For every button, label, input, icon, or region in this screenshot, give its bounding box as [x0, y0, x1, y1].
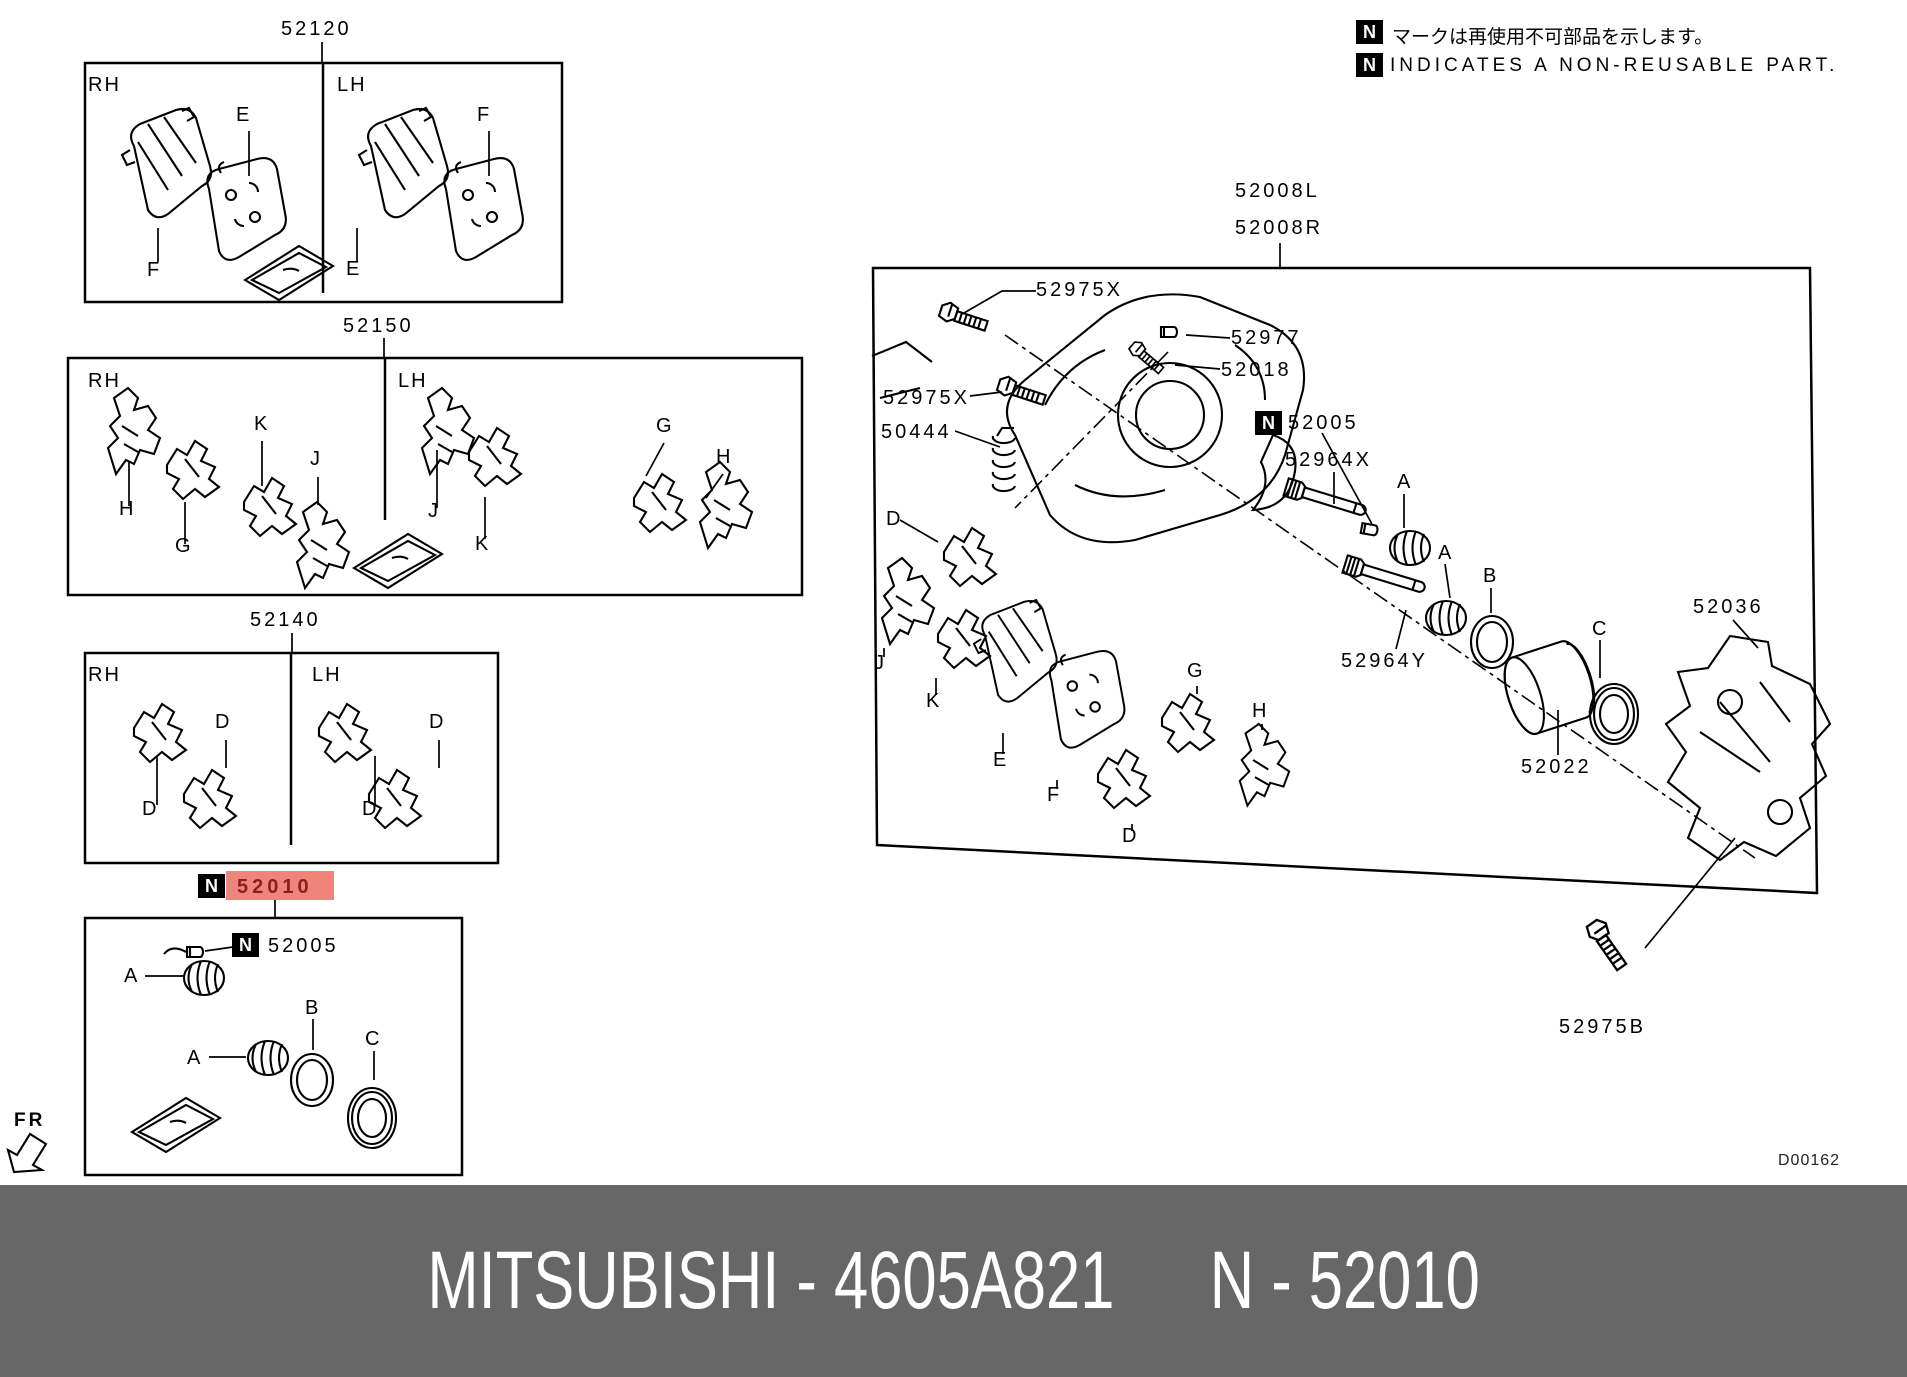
box-52010-kit-outline: [83, 916, 464, 1177]
part-letter-j: J: [874, 652, 885, 674]
section-label-rh: RH: [88, 664, 121, 686]
banner-brand-part: MITSUBISHI - 4605A821: [427, 1235, 1115, 1326]
part-letter-k: K: [926, 690, 941, 712]
non-reusable-mark-letter: N: [1262, 412, 1275, 433]
part-letter-h: H: [119, 498, 135, 520]
diagram-code: D00162: [1778, 1152, 1841, 1169]
part-letter-h: H: [1252, 700, 1268, 722]
callout-52140[interactable]: 52140: [250, 609, 321, 631]
part-letter-e: E: [993, 749, 1008, 771]
callout-52977[interactable]: 52977: [1231, 327, 1302, 349]
part-letter-f: F: [1047, 784, 1061, 806]
part-letter-d: D: [142, 798, 158, 820]
part-letter-g: G: [656, 415, 673, 437]
part-letter-d: D: [215, 711, 231, 733]
part-letter-e: E: [346, 258, 361, 280]
part-letter-j: J: [310, 448, 321, 470]
callout-52008l[interactable]: 52008L: [1235, 180, 1320, 202]
part-letter-d: D: [886, 508, 902, 530]
section-label-rh: RH: [88, 74, 121, 96]
caliper-assembly-drawing: [871, 293, 1832, 974]
banner: MITSUBISHI - 4605A821 N - 52010: [0, 1185, 1907, 1377]
parts-diagram-drawing: [6, 42, 1832, 1177]
box-52140-outline: [83, 651, 500, 865]
callout-50444[interactable]: 50444: [881, 421, 952, 443]
banner-reference: N - 52010: [1209, 1235, 1480, 1326]
part-letter-a: A: [1438, 542, 1453, 564]
callout-52036[interactable]: 52036: [1693, 596, 1764, 618]
section-label-lh: LH: [312, 664, 342, 686]
part-letter-b: B: [305, 997, 320, 1019]
non-reusable-mark-letter: N: [1363, 54, 1376, 75]
callout-52018[interactable]: 52018: [1221, 359, 1292, 381]
non-reusable-mark-letter: N: [1363, 21, 1376, 42]
non-reusable-mark: N: [1356, 53, 1383, 77]
part-letter-a: A: [124, 965, 139, 987]
part-letter-d: D: [429, 711, 445, 733]
callout-52010-selected[interactable]: 52010: [237, 876, 313, 898]
part-letter-g: G: [1187, 660, 1204, 682]
assembly-axis-line: [1004, 334, 1756, 859]
callout-52150[interactable]: 52150: [343, 315, 414, 337]
callout-52005[interactable]: 52005: [268, 935, 339, 957]
non-reusable-mark-letter: N: [239, 934, 252, 955]
part-letter-c: C: [1592, 618, 1608, 640]
non-reusable-mark: N: [198, 874, 225, 898]
legend-japanese-text: マークは再使用不可部品を示します。: [1392, 26, 1714, 48]
callout-52964y[interactable]: 52964Y: [1341, 650, 1428, 672]
legend-english-text: INDICATES A NON-REUSABLE PART.: [1390, 55, 1839, 76]
part-letter-d: D: [1122, 825, 1138, 847]
callout-52975x[interactable]: 52975X: [1036, 279, 1123, 301]
non-reusable-mark: N: [1255, 411, 1282, 435]
part-letter-a: A: [187, 1047, 202, 1069]
callout-52008r[interactable]: 52008R: [1235, 217, 1324, 239]
part-letter-c: C: [365, 1028, 381, 1050]
part-letter-g: G: [175, 535, 192, 557]
part-letter-a: A: [1397, 471, 1412, 493]
part-letter-j: J: [428, 500, 439, 522]
callout-52964x[interactable]: 52964X: [1285, 449, 1372, 471]
box-52150-outline: [66, 356, 804, 597]
non-reusable-mark-letter: N: [205, 875, 218, 896]
part-letter-k: K: [475, 533, 490, 555]
box-caliper-assembly-outline: [871, 266, 1819, 895]
part-letter-d: D: [362, 798, 378, 820]
section-label-lh: LH: [337, 74, 367, 96]
part-letter-b: B: [1483, 565, 1498, 587]
part-letter-e: E: [236, 104, 251, 126]
non-reusable-mark: N: [1356, 20, 1383, 44]
callout-52975b[interactable]: 52975B: [1559, 1016, 1646, 1038]
leader-lines: [128, 42, 1759, 1080]
shim-clip-set-drawing: [132, 702, 423, 830]
section-label-lh: LH: [398, 370, 428, 392]
callout-52120[interactable]: 52120: [281, 18, 352, 40]
part-letter-h: H: [716, 446, 732, 468]
highlight-52010: [226, 871, 334, 900]
section-label-rh: RH: [88, 370, 121, 392]
part-letter-f: F: [147, 259, 161, 281]
fr-direction-label: FR: [14, 1110, 46, 1131]
non-reusable-mark: N: [232, 933, 259, 957]
box-52120-outline: [83, 61, 564, 304]
callout-52975x[interactable]: 52975X: [883, 387, 970, 409]
callout-52022[interactable]: 52022: [1521, 756, 1592, 778]
part-letter-f: F: [477, 104, 491, 126]
seal-kit-drawing: [130, 945, 398, 1154]
fr-direction-arrow: [6, 1132, 48, 1174]
banner-text-line: MITSUBISHI - 4605A821 N - 52010: [427, 1240, 1479, 1322]
part-letter-k: K: [254, 413, 269, 435]
callout-52005[interactable]: 52005: [1288, 412, 1359, 434]
